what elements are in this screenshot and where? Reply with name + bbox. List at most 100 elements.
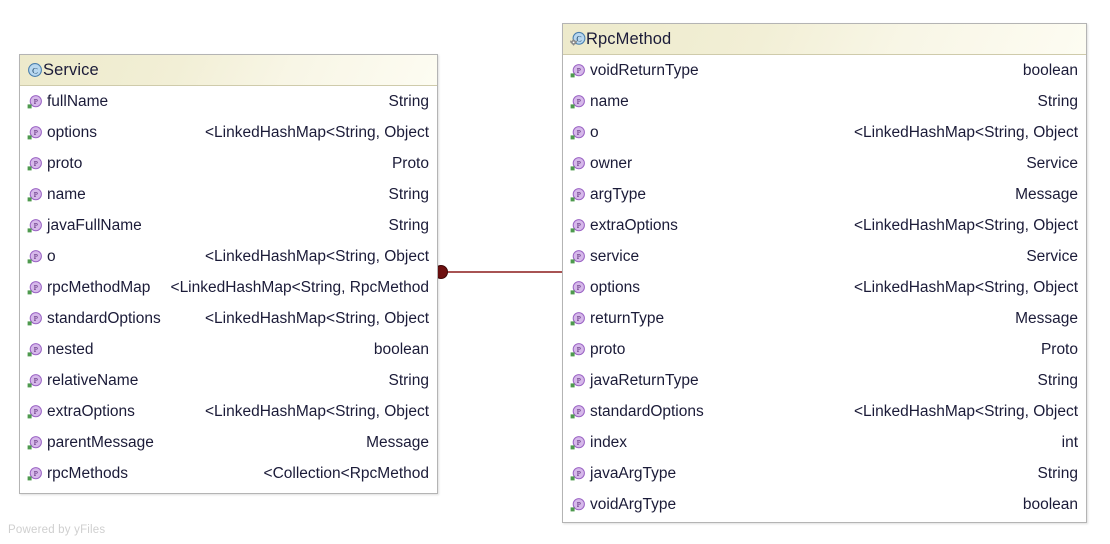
- member-name: proto: [590, 340, 626, 358]
- member-name: relativeName: [47, 371, 139, 389]
- class-header-rpcmethod[interactable]: C RpcMethod: [563, 24, 1086, 55]
- member-name: nested: [47, 340, 94, 358]
- member-name: javaArgType: [590, 464, 677, 482]
- svg-text:C: C: [576, 34, 581, 43]
- member-row[interactable]: P options LinkedHashMap<String, Object>: [563, 272, 1086, 303]
- member-row[interactable]: P proto Proto: [563, 334, 1086, 365]
- class-header-service[interactable]: C Service: [20, 55, 437, 86]
- member-name: javaFullName: [47, 216, 142, 234]
- member-type: String: [388, 92, 430, 110]
- svg-text:P: P: [577, 128, 581, 137]
- member-row[interactable]: P o LinkedHashMap<String, Object>: [20, 241, 437, 272]
- member-row[interactable]: P javaFullName String: [20, 210, 437, 241]
- member-row[interactable]: P extraOptions LinkedHashMap<String, Obj…: [563, 210, 1086, 241]
- property-icon: P: [27, 435, 43, 451]
- property-icon: P: [27, 280, 43, 296]
- member-row[interactable]: P rpcMethods Collection<RpcMethod>: [20, 458, 437, 489]
- svg-text:P: P: [577, 376, 581, 385]
- member-name: o: [47, 247, 56, 265]
- property-icon: P: [27, 187, 43, 203]
- member-name: rpcMethods: [47, 464, 128, 482]
- member-row[interactable]: P returnType Message: [563, 303, 1086, 334]
- member-row[interactable]: P voidArgType boolean: [563, 489, 1086, 520]
- property-icon: P: [27, 156, 43, 172]
- member-row[interactable]: P rpcMethodMap LinkedHashMap<String, Rpc…: [20, 272, 437, 303]
- member-type: Proto: [1040, 340, 1078, 358]
- member-row[interactable]: P nested boolean: [20, 334, 437, 365]
- property-icon: P: [27, 404, 43, 420]
- svg-text:P: P: [577, 314, 581, 323]
- svg-text:P: P: [34, 407, 38, 416]
- member-type: LinkedHashMap<String, Object>: [204, 309, 429, 327]
- member-row[interactable]: P javaReturnType String: [563, 365, 1086, 396]
- member-name: name: [47, 185, 86, 203]
- member-row[interactable]: P argType Message: [563, 179, 1086, 210]
- member-row[interactable]: P index int: [563, 427, 1086, 458]
- uml-class-service[interactable]: C Service P fullName String: [19, 54, 438, 494]
- member-row[interactable]: P name String: [20, 179, 437, 210]
- member-row[interactable]: P extraOptions LinkedHashMap<String, Obj…: [20, 396, 437, 427]
- member-name: options: [590, 278, 640, 296]
- watermark-label: Powered by yFiles: [8, 524, 106, 536]
- member-type: Service: [1026, 247, 1078, 265]
- member-row[interactable]: P proto Proto: [20, 148, 437, 179]
- class-gear-icon: C: [570, 31, 586, 47]
- property-icon: P: [570, 156, 586, 172]
- member-row[interactable]: P standardOptions LinkedHashMap<String, …: [20, 303, 437, 334]
- member-type: String: [388, 216, 430, 234]
- property-icon: P: [570, 373, 586, 389]
- member-name: options: [47, 123, 97, 141]
- member-type: Message: [1015, 309, 1078, 327]
- member-type: Proto: [391, 154, 429, 172]
- member-row[interactable]: P standardOptions LinkedHashMap<String, …: [563, 396, 1086, 427]
- property-icon: P: [27, 249, 43, 265]
- property-icon: P: [570, 249, 586, 265]
- member-row[interactable]: P options LinkedHashMap<String, Object>: [20, 117, 437, 148]
- member-type: LinkedHashMap<String, Object>: [853, 216, 1078, 234]
- member-row[interactable]: P javaArgType String: [563, 458, 1086, 489]
- member-name: standardOptions: [47, 309, 161, 327]
- svg-text:P: P: [577, 190, 581, 199]
- member-list-rpcmethod: P voidReturnType boolean P name String: [563, 55, 1086, 520]
- member-type: boolean: [1022, 61, 1078, 79]
- member-type: Message: [1015, 185, 1078, 203]
- svg-text:P: P: [34, 283, 38, 292]
- member-name: standardOptions: [590, 402, 704, 420]
- svg-text:P: P: [577, 469, 581, 478]
- property-icon: P: [27, 311, 43, 327]
- member-row[interactable]: P fullName String: [20, 86, 437, 117]
- member-type: String: [1037, 464, 1079, 482]
- member-type: Collection<RpcMethod>: [263, 464, 429, 482]
- member-row[interactable]: P name String: [563, 86, 1086, 117]
- member-row[interactable]: P o LinkedHashMap<String, Object>: [563, 117, 1086, 148]
- member-type: int: [1061, 433, 1078, 451]
- svg-text:P: P: [577, 407, 581, 416]
- member-type: LinkedHashMap<String, Object>: [853, 278, 1078, 296]
- member-name: javaReturnType: [590, 371, 699, 389]
- member-type: LinkedHashMap<String, Object>: [853, 402, 1078, 420]
- member-row[interactable]: P owner Service: [563, 148, 1086, 179]
- svg-text:P: P: [34, 128, 38, 137]
- member-list-service: P fullName String P options LinkedHashMa…: [20, 86, 437, 489]
- svg-text:P: P: [34, 97, 38, 106]
- property-icon: P: [570, 311, 586, 327]
- svg-text:P: P: [34, 345, 38, 354]
- svg-text:P: P: [34, 314, 38, 323]
- member-row[interactable]: P relativeName String: [20, 365, 437, 396]
- uml-class-rpcmethod[interactable]: C RpcMethod P: [562, 23, 1087, 523]
- class-name-label: Service: [43, 60, 99, 79]
- property-icon: P: [570, 466, 586, 482]
- member-row[interactable]: P parentMessage Message: [20, 427, 437, 458]
- member-type: String: [1037, 92, 1079, 110]
- property-icon: P: [27, 218, 43, 234]
- property-icon: P: [27, 466, 43, 482]
- svg-text:P: P: [577, 500, 581, 509]
- property-icon: P: [27, 94, 43, 110]
- svg-text:P: P: [34, 469, 38, 478]
- member-name: proto: [47, 154, 83, 172]
- member-row[interactable]: P service Service: [563, 241, 1086, 272]
- member-type: String: [388, 371, 430, 389]
- svg-text:P: P: [577, 345, 581, 354]
- member-row[interactable]: P voidReturnType boolean: [563, 55, 1086, 86]
